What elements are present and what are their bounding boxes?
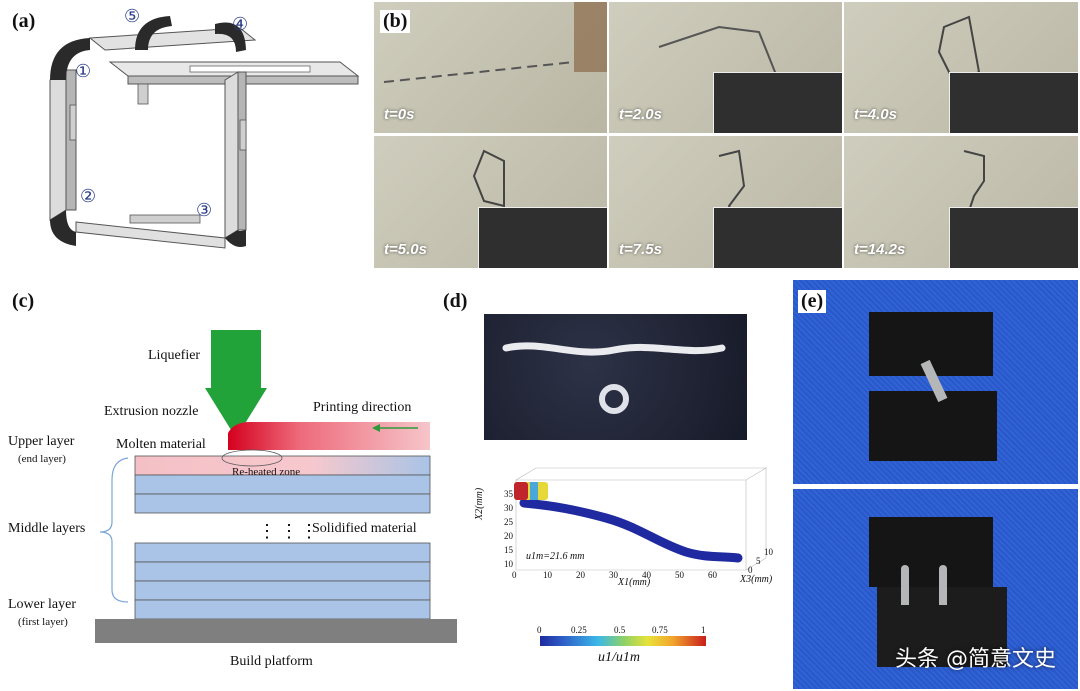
photo-e-top [793,280,1078,484]
colorbar-tick-0: 0 [537,625,542,635]
hinge-strip-2 [901,565,909,605]
y-tick-15: 15 [504,545,513,555]
y-tick-25: 25 [504,517,513,527]
x-axis-label: X1(mm) [618,577,651,588]
colorbar-tick-05: 0.5 [614,625,626,635]
foam-block-3 [869,517,993,587]
label-lower-layer-sub: (first layer) [18,616,68,628]
label-solidified-material: Solidified material [312,521,417,536]
frame-6-inset [949,207,1078,268]
printed-strip [502,342,726,414]
foam-block-2 [869,391,997,461]
label-liquefier: Liquefier [148,348,201,363]
y-tick-20: 20 [504,531,513,541]
colorbar-label: u1/u1m [598,650,640,665]
svg-text:⋮: ⋮ [258,521,276,541]
colorbar [540,636,706,646]
marker-3: ③ [196,200,213,220]
label-upper-layer-sub: (end layer) [18,453,66,465]
svg-text:⋮: ⋮ [280,521,298,541]
frame-3: t=4.0s [844,2,1078,133]
svg-text:⋮: ⋮ [300,521,318,541]
panel-a-label: (a) [12,10,36,32]
watermark: 头条 @简意文史 [895,647,1056,672]
frame-6-time: t=14.2s [854,241,906,258]
x-tick-40: 40 [642,570,651,580]
panel-d-label: (d) [443,290,468,312]
frame-1-time: t=0s [384,106,415,123]
y-tick-10: 10 [504,559,513,569]
panel-b-label: (b) [380,10,411,33]
frame-2-inset [713,72,842,133]
z-axis-label: X3(mm) [740,574,773,585]
frame-5-inset [713,207,842,268]
y-tick-35: 35 [504,489,513,499]
frame-4-inset [478,207,607,268]
frame-4-time: t=5.0s [384,241,427,258]
x-tick-60: 60 [708,570,717,580]
deformation-plot [514,467,768,571]
z-tick-0: 0 [748,565,753,575]
x-tick-30: 30 [609,570,618,580]
panel-e-photos [793,280,1078,689]
x-tick-10: 10 [543,570,552,580]
frame-6-sample [963,150,985,212]
fdm-process-diagram: ⋮ ⋮ ⋮ [95,330,457,643]
x-tick-0: 0 [512,570,517,580]
strip-photo [484,314,747,440]
x-tick-50: 50 [675,570,684,580]
label-molten-material: Molten material [116,437,206,452]
frame-2: t=2.0s [609,2,842,133]
label-upper-layer: Upper layer [8,434,75,449]
frame-2-time: t=2.0s [619,106,662,123]
label-lower-layer: Lower layer [8,597,77,612]
panel-a-3d-frame [49,16,360,249]
frame-3-inset [949,72,1078,133]
colorbar-tick-1: 1 [701,625,706,635]
frame-1-sample [383,2,607,83]
z-tick-10: 10 [764,547,773,557]
z-tick-5: 5 [756,556,761,566]
frame-3-time: t=4.0s [854,106,897,123]
frame-5-time: t=7.5s [619,241,662,258]
marker-4: ④ [232,14,249,34]
marker-2: ② [80,186,97,206]
x-tick-20: 20 [576,570,585,580]
panel-b-photos: t=0s t=2.0s t=4.0s t=5.0s t=7.5s t=14.2s [374,2,1078,268]
frame-6: t=14.2s [844,136,1078,268]
photo-e-bottom [793,489,1078,689]
hinge-strip-3 [939,565,947,605]
label-extrusion-nozzle: Extrusion nozzle [104,404,199,419]
marker-1: ① [75,61,92,81]
plot-annotation: u1m=21.6 mm [526,551,585,562]
frame-2-sample [658,25,780,83]
colorbar-tick-075: 0.75 [652,625,668,635]
panel-e-label: (e) [798,290,827,313]
label-printing-direction: Printing direction [313,400,412,415]
frame-5: t=7.5s [609,136,842,268]
label-middle-layers: Middle layers [8,521,86,536]
colorbar-tick-025: 0.25 [571,625,587,635]
y-tick-30: 30 [504,503,513,513]
marker-5: ⑤ [124,6,141,26]
panel-c-label: (c) [12,290,35,312]
label-reheated-zone: Re-heated zone [232,466,301,478]
label-build-platform: Build platform [230,654,313,669]
frame-1: t=0s [374,2,607,133]
frame-4: t=5.0s [374,136,607,268]
y-axis-label: X2(mm) [474,487,485,520]
frame-4-sample [472,149,505,208]
